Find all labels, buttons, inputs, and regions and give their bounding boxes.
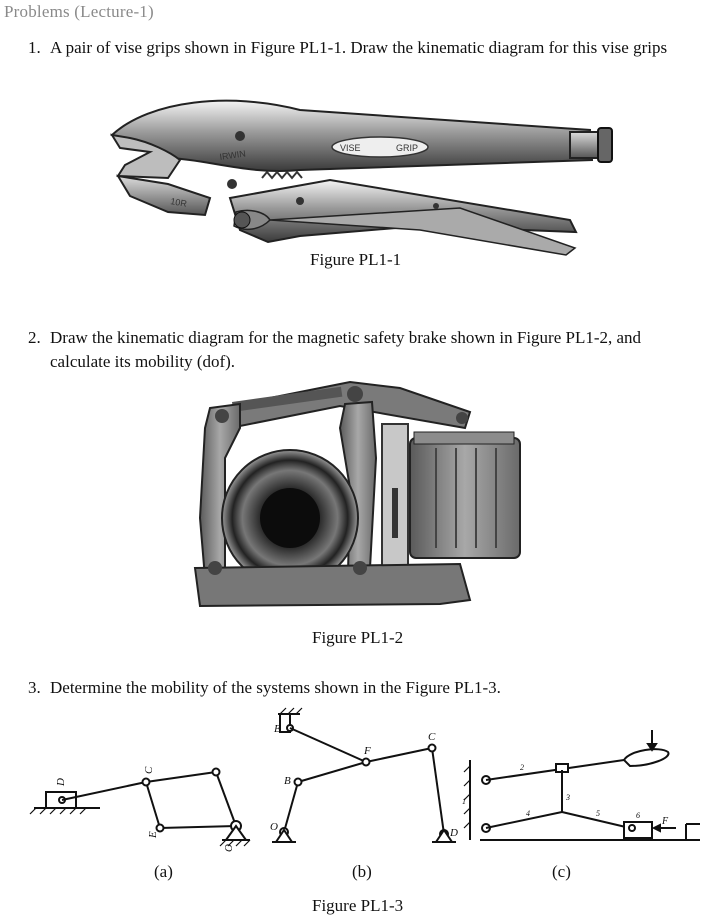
pin-icon — [208, 561, 222, 575]
label-a-d: D — [55, 778, 67, 787]
problem-text: Draw the kinematic diagram for the magne… — [50, 328, 642, 347]
mechanism-diagrams: D C E O E F C B O D 1 2 3 4 5 6 F — [29, 707, 700, 852]
pin-icon — [353, 561, 367, 575]
label-b-c: C — [428, 731, 436, 743]
label-c-6: 6 — [636, 811, 640, 820]
label-b-f: F — [363, 745, 371, 757]
label-a-c: C — [143, 766, 155, 774]
problem-number: 3. — [28, 678, 41, 697]
label-a-o: O — [223, 844, 235, 852]
size-text: 10R — [170, 196, 188, 209]
label-b-e: E — [273, 723, 281, 735]
label-a-e: E — [147, 831, 159, 839]
problem-number: 1. — [28, 38, 41, 57]
figure-caption: Figure PL1-3 — [312, 896, 404, 915]
problem-3: 3. Determine the mobility of the systems… — [28, 676, 718, 700]
label-c-1: 1 — [462, 797, 466, 806]
vise-grips-photo: IRWIN VISE GRIP 10R — [109, 99, 613, 256]
label-c-5: 5 — [596, 809, 600, 818]
label-b-b: B — [284, 775, 291, 787]
problem-text: A pair of vise grips shown in Figure PL1… — [50, 38, 668, 57]
brand-text: IRWIN — [219, 148, 246, 162]
sub-label-b: (b) — [352, 862, 372, 881]
rivet-icon — [433, 203, 439, 209]
mechanism-b — [272, 707, 456, 843]
logo-text-left: VISE — [340, 143, 361, 153]
sub-label-a: (a) — [154, 862, 173, 881]
pin-icon — [456, 412, 468, 424]
sub-label-c: (c) — [552, 862, 571, 881]
label-b-d: D — [449, 827, 458, 839]
figure-caption: Figure PL1-1 — [310, 250, 402, 269]
problem-2: 2. Draw the kinematic diagram for the ma… — [28, 326, 718, 374]
mechanism-c — [463, 730, 700, 841]
mechanism-a — [29, 767, 251, 847]
magnetic-brake-photo — [193, 380, 521, 608]
rivet-icon — [233, 211, 251, 229]
label-c-2: 2 — [520, 763, 524, 772]
label-b-o: O — [270, 821, 278, 833]
rivet-icon — [235, 131, 245, 141]
figure-caption: Figure PL1-2 — [312, 628, 404, 647]
rivet-icon — [296, 197, 304, 205]
problem-1: 1. A pair of vise grips shown in Figure … — [28, 36, 718, 60]
page-heading: Problems (Lecture-1) — [4, 2, 154, 21]
rivet-icon — [227, 179, 237, 189]
label-c-4: 4 — [526, 809, 530, 818]
label-c-3: 3 — [565, 793, 570, 802]
problem-number: 2. — [28, 328, 41, 347]
label-c-f: F — [661, 816, 669, 827]
problem-text-line2: calculate its mobility (dof). — [50, 352, 236, 371]
problem-text: Determine the mobility of the systems sh… — [50, 678, 501, 697]
pin-icon — [347, 386, 363, 402]
logo-text-right: GRIP — [396, 143, 418, 153]
pin-icon — [215, 409, 229, 423]
